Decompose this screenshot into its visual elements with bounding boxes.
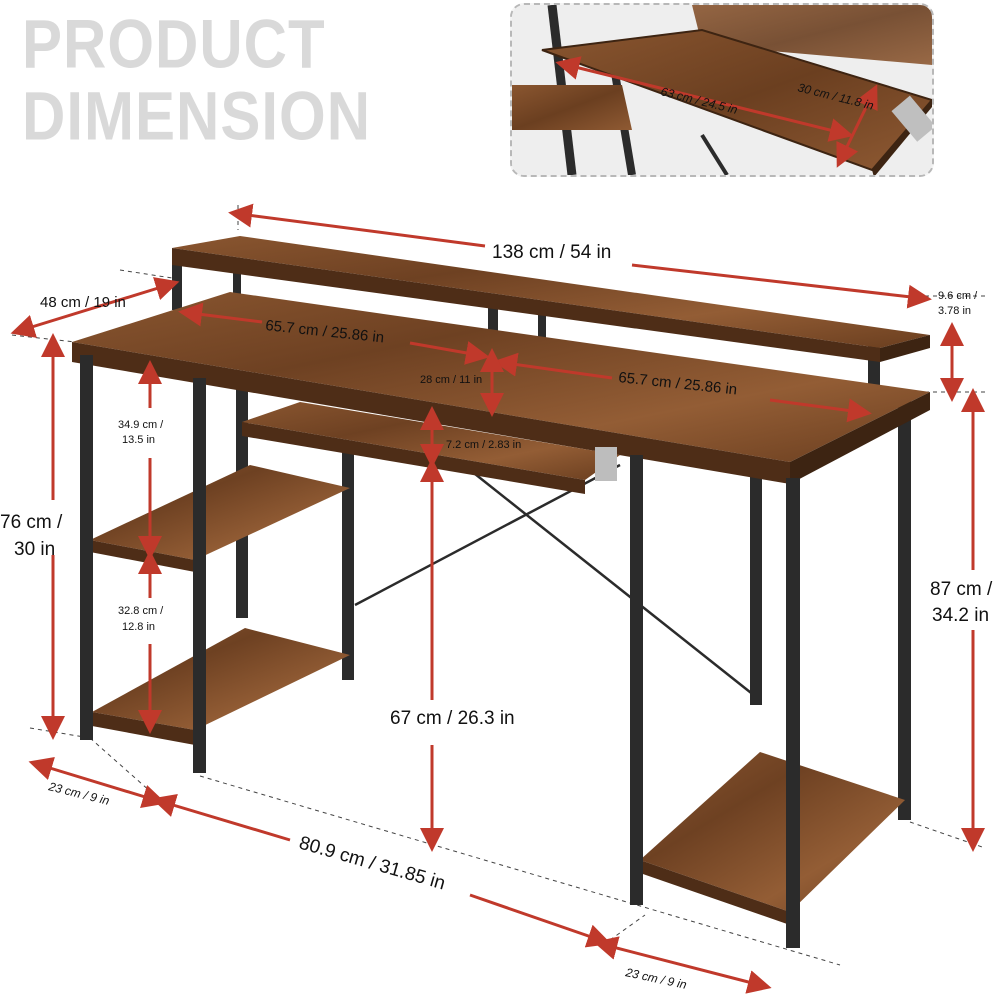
inset-depth-arrow	[836, 84, 878, 168]
cross-brace	[354, 463, 761, 701]
label-upper-gap-1: 34.9 cm /	[118, 419, 164, 431]
title-line-1: PRODUCT	[22, 5, 326, 83]
arrow-depth	[10, 277, 180, 338]
label-riser-height-2: 3.78 in	[938, 305, 971, 317]
dimension-arrows	[10, 203, 985, 994]
label-lower-gap-2: 12.8 in	[122, 621, 155, 633]
label-lower-gap-1: 32.8 cm /	[118, 605, 164, 617]
label-right-shelf-width: 23 cm / 9 in	[623, 965, 688, 992]
arrow-left-shelf-width	[28, 757, 167, 808]
keyboard-tray-inset: 63 cm / 24.5 in 30 cm / 11.8 in	[510, 3, 934, 177]
front-legs	[80, 355, 800, 948]
label-total-height-2: 34.2 in	[932, 605, 989, 626]
arrow-total-width	[228, 203, 486, 248]
label-inner-width: 80.9 cm / 31.85 in	[297, 833, 448, 895]
arrow-inner-width	[151, 793, 291, 842]
inset-length-arrow	[555, 56, 854, 142]
label-knee-height: 67 cm / 26.3 in	[390, 708, 515, 729]
right-shelf	[640, 752, 905, 925]
arrow-right-shelf-width	[593, 936, 772, 994]
title-line-2: DIMENSION	[22, 77, 372, 155]
arrow-shelf-right	[493, 352, 613, 380]
label-shelf-height: 28 cm / 11 in	[420, 374, 482, 386]
label-upper-gap-2: 13.5 in	[122, 434, 155, 446]
label-total-width: 138 cm / 54 in	[492, 242, 611, 263]
arrow-shelf-left	[178, 302, 263, 327]
label-total-height-1: 87 cm /	[930, 579, 993, 600]
inset-drawing: 63 cm / 24.5 in 30 cm / 11.8 in	[512, 5, 932, 175]
label-depth: 48 cm / 19 in	[40, 294, 126, 311]
label-riser-height-1: 9.6 cm /	[938, 290, 978, 302]
label-tray-gap: 7.2 cm / 2.83 in	[446, 439, 521, 451]
label-desk-height-2: 30 in	[14, 539, 55, 560]
label-desk-height-1: 76 cm /	[0, 512, 63, 533]
